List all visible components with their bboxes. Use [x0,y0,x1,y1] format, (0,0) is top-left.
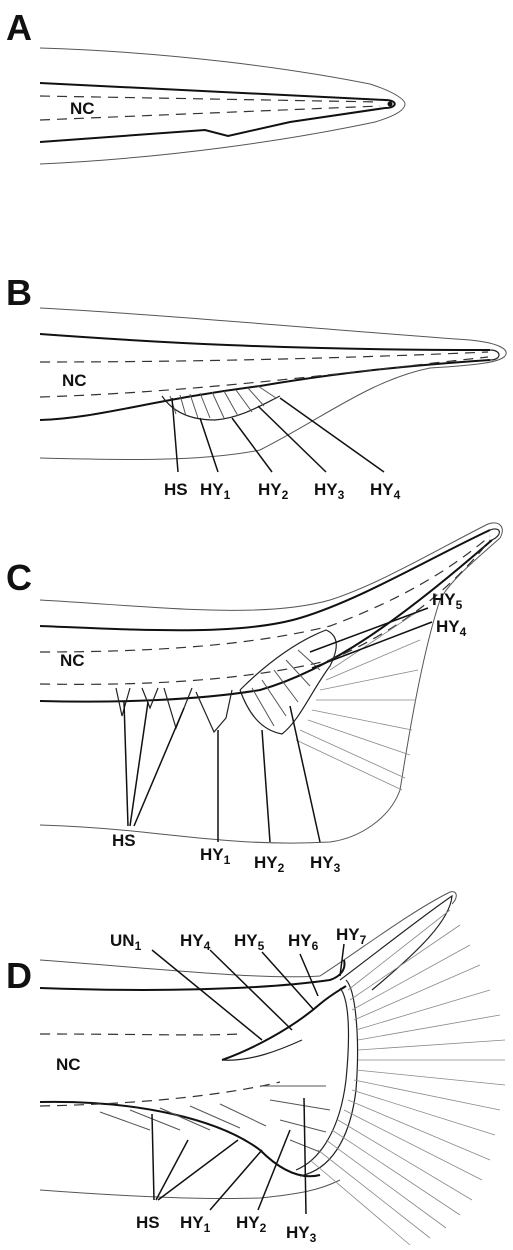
panel-d-notochord-upper [40,960,344,990]
panel-d-un1-leader [152,950,262,1040]
panel-b-body-outline-upper [40,308,506,356]
panel-c-notochord-dash-upper [40,536,490,652]
panel-b-hy2-leader [232,418,272,472]
panel-letter-a: A [6,7,32,48]
panel-c-notochord-dash-lower [40,540,490,684]
panel-b-hy2-label: HY2 [258,480,289,502]
panel-d-hy1-leader [210,1150,262,1210]
panel-c-notochord-tip [490,529,499,540]
panel-letter-d: D [6,955,32,996]
panel-c-hy3-leader [290,706,320,842]
panel-d-hs-label: HS [136,1213,160,1232]
panel-d-hs-leader-1 [152,1114,154,1200]
panel-b-body-outline-lower [40,356,505,460]
panel-c-notochord-lower [40,540,492,702]
panel-b-nc-label: NC [62,371,87,390]
panel-c-nc-label: NC [60,651,85,670]
panel-d-hy3-label: HY3 [286,1223,317,1245]
panel-d-notochord-dash-upper [40,1034,240,1035]
panel-d-hy6-label: HY6 [288,931,319,953]
panel-b-hy1-label: HY1 [200,480,231,502]
panel-d-hy3-leader [304,1098,306,1214]
panel-b-hs-label: HS [164,480,188,499]
panel-d-hy5-label: HY5 [234,931,265,953]
panel-a-body-outline [40,48,405,164]
panel-c-haemal-spines [116,688,232,732]
panel-d-un1-label: UN1 [110,931,142,953]
panel-a: A NC [6,7,405,164]
panel-c-notochord-upper [40,530,490,630]
panel-b-hypural-plate [162,396,280,420]
panel-b-notochord-tip [490,350,499,360]
panel-d-hy1-label: HY1 [180,1213,211,1235]
panel-d-hs-leader-2 [156,1140,188,1200]
panel-c: C [6,523,502,875]
panel-c-hs-label: HS [112,831,136,850]
panel-b-notochord-dash-lower [40,357,488,397]
panel-c-hypural-plates [240,630,336,734]
panel-d-upper-fin-rays [348,910,505,1085]
panel-c-hy4-label: HY4 [436,617,467,639]
panel-letter-b: B [6,272,32,313]
panel-d-hy7-label: HY7 [336,925,367,947]
panel-d-hypural-segments [262,1086,330,1152]
panel-d-hypural-fan [300,980,358,1176]
panel-a-nc-label: NC [70,99,95,118]
panel-c-hy5-label: HY5 [432,590,463,612]
panel-d-hy2-label: HY2 [236,1213,267,1235]
panel-c-hy2-label: HY2 [254,853,285,875]
panel-b: B NC HS HY1 HY2 HY3 HY4 [6,272,506,502]
panel-b-hy1-leader [200,418,218,472]
panel-c-hs-leader-3 [134,708,184,826]
panel-d-hy4-leader [210,950,292,1030]
panel-d: D [6,892,505,1245]
panel-b-hy4-label: HY4 [370,480,401,502]
panel-d-nc-label: NC [56,1055,81,1074]
panel-d-hy5-leader [262,952,314,1010]
panel-d-body-outline-lower [40,1180,340,1199]
panel-c-fin-rays [296,610,420,790]
panel-c-hy3-label: HY3 [310,853,341,875]
panel-c-fin-outline [40,538,500,843]
panel-c-hy1-label: HY1 [200,845,231,867]
panel-d-hy6-leader [300,954,318,996]
panel-b-notochord-lower [40,360,490,420]
panel-c-hs-leader-1 [124,702,128,826]
panel-d-lower-fin-rays [310,1080,500,1245]
panel-a-notochord-tip-dot [388,102,393,107]
panel-b-hy3-leader [258,406,326,472]
panel-letter-c: C [6,557,32,598]
panel-d-hy4-label: HY4 [180,931,211,953]
panel-c-hypural-rays [252,650,320,726]
panel-b-notochord-dash-upper [40,352,488,362]
panel-c-hs-leader-2 [130,702,148,826]
panel-b-hy3-label: HY3 [314,480,345,502]
panel-d-notochord-lower [40,1102,320,1176]
panel-c-hy2-leader [262,730,270,842]
